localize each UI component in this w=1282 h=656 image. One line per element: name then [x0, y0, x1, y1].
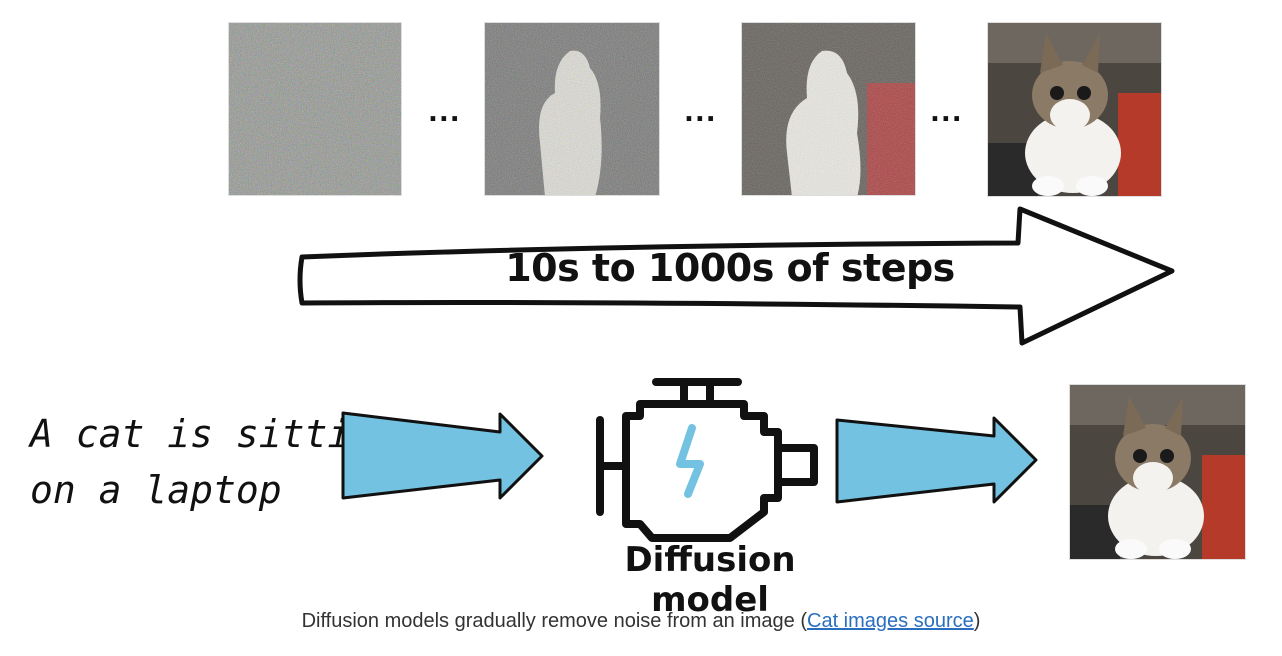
ellipsis-2: ... — [684, 98, 717, 128]
ellipsis-3: ... — [930, 98, 963, 128]
steps-label: 10s to 1000s of steps — [505, 246, 955, 290]
cat-images-source-link[interactable]: Cat images source — [807, 610, 974, 632]
prompt-line-1: A cat is sitting — [30, 412, 397, 456]
input-arrow — [341, 411, 544, 500]
prompt-text: A cat is sitting on a laptop — [30, 406, 396, 518]
model-label: Diffusion model — [624, 540, 796, 620]
cat-image-final — [987, 22, 1162, 197]
caption-text: Diffusion models gradually remove noise … — [301, 610, 807, 632]
noise-image-partial-2 — [741, 22, 916, 196]
figure-caption: Diffusion models gradually remove noise … — [0, 610, 1282, 633]
noise-image-full — [228, 22, 402, 196]
output-arrow — [835, 416, 1038, 504]
cat-image-output — [1069, 384, 1246, 560]
steps-arrow — [297, 206, 1175, 346]
engine-icon — [596, 378, 818, 542]
prompt-line-2: on a laptop — [30, 468, 282, 512]
noise-image-partial-1 — [484, 22, 660, 196]
caption-text-end: ) — [973, 610, 981, 632]
lightning-bolt-icon — [676, 424, 704, 498]
ellipsis-1: ... — [428, 98, 461, 128]
